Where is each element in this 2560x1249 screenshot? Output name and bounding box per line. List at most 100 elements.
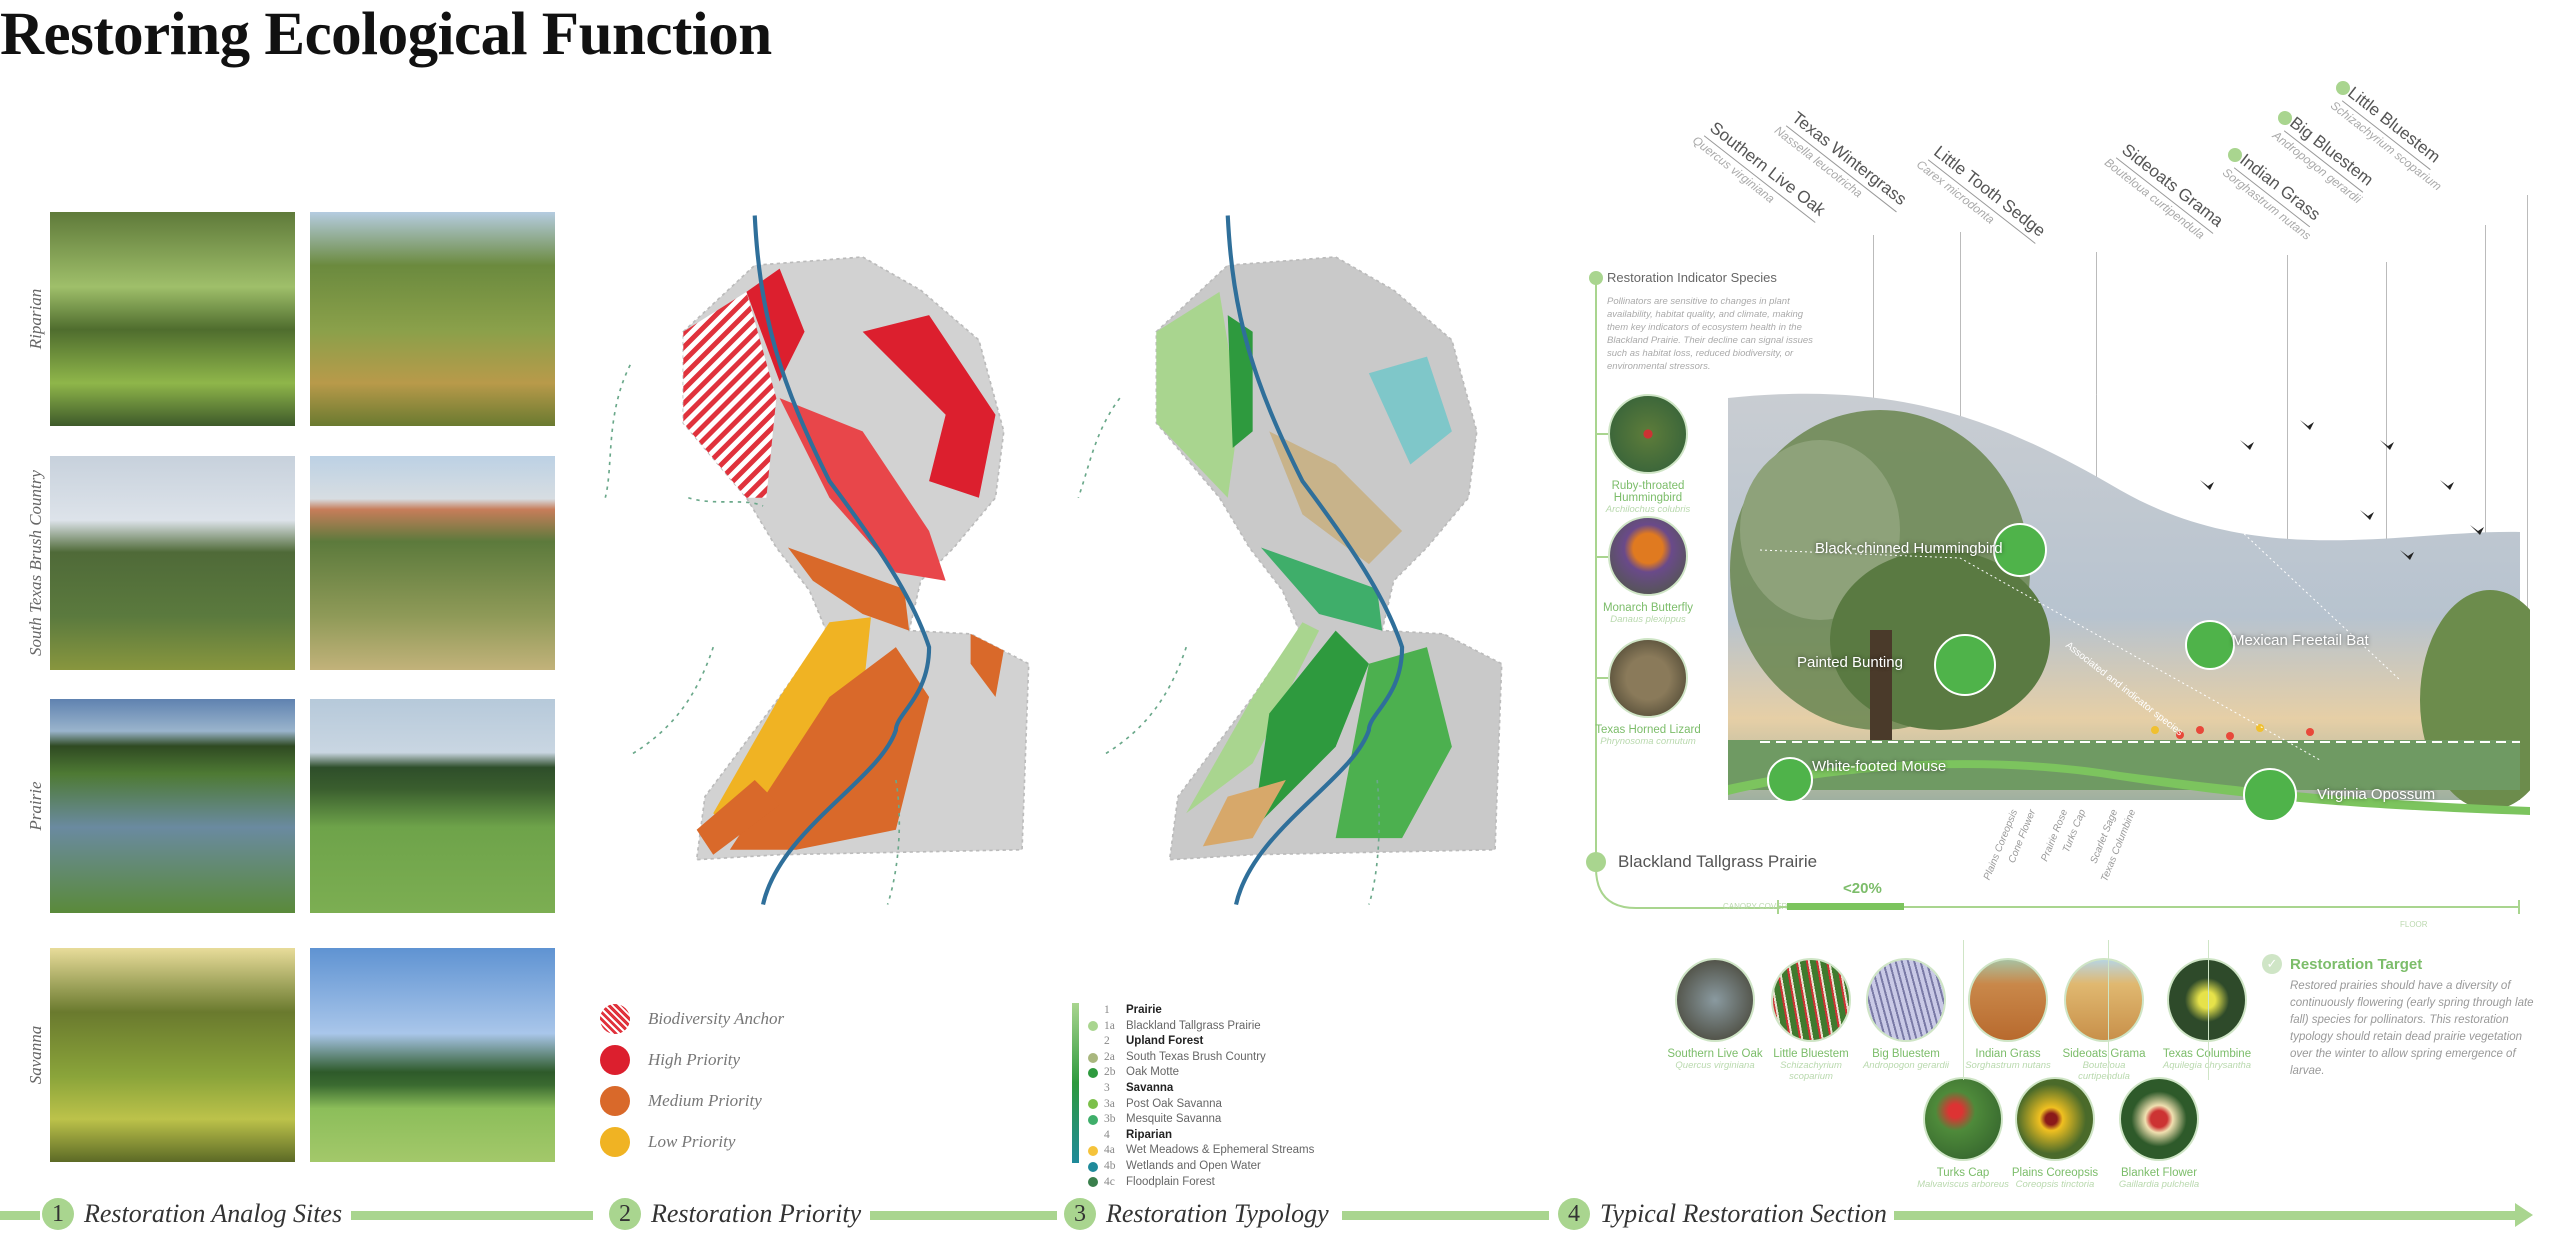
river	[1225, 215, 1405, 905]
scale-tick	[1777, 900, 1779, 914]
step-connector	[870, 1211, 1057, 1220]
scale-tick	[2518, 900, 2520, 914]
legend-swatch	[1088, 1052, 1098, 1063]
oak-motte-area	[1252, 630, 1369, 830]
analog-site-label: Riparian	[26, 288, 45, 350]
legend-label: Prairie	[1126, 1004, 1162, 1016]
legend-label: Riparian	[1126, 1128, 1173, 1141]
species-common-name: Monarch Butterfly	[1602, 602, 1694, 614]
wildflowers	[2151, 724, 2314, 740]
legend-code: 4c	[1104, 1175, 1115, 1188]
legend-code: 2b	[1104, 1066, 1116, 1079]
oak-tree	[1730, 410, 2050, 790]
analog-site-photo	[310, 699, 555, 913]
analog-site-label: Savanna	[26, 1025, 45, 1085]
species-dot-icon	[2336, 81, 2350, 95]
legend-swatch	[1088, 1021, 1098, 1032]
legend-code: 4	[1104, 1128, 1110, 1141]
plant-photo	[1675, 958, 1755, 1042]
legend-swatch	[1088, 1099, 1098, 1110]
typology-name: Blackland Tallgrass Prairie	[1618, 852, 1818, 871]
restoration-priority-map	[604, 215, 1030, 905]
plant-common-name: Blanket Flower	[2120, 1167, 2198, 1179]
fauna-label: Virginia Opossum	[2317, 786, 2436, 803]
leader-line	[2108, 940, 2109, 1080]
leader-line	[1963, 940, 1964, 1080]
typology-legend-bar	[1072, 1003, 1079, 1163]
species-photo	[1608, 516, 1688, 596]
plant-photo	[2119, 1077, 2199, 1161]
legend-swatch	[1088, 1146, 1098, 1157]
restoration-target-text: Restored prairies should have a diversit…	[2290, 980, 2534, 1077]
low-priority-area	[713, 617, 871, 830]
legend-label: South Texas Brush Country	[1126, 1050, 1266, 1063]
bird-flock	[2200, 420, 2484, 560]
plant-photo	[1771, 958, 1851, 1042]
legend-label: Upland Forest	[1126, 1035, 1204, 1048]
indicator-text: Pollinators are sensitive to changes in …	[1607, 296, 1813, 372]
medium-priority-area	[696, 780, 780, 855]
high-priority-area	[746, 268, 805, 382]
leader-line	[2287, 255, 2288, 780]
ground-meadow	[1728, 740, 2520, 790]
fauna-label: White-footed Mouse	[1812, 758, 1947, 775]
legend-swatch	[600, 1086, 630, 1116]
priority-legend-item: Biodiversity Anchor	[600, 1004, 784, 1034]
legend-code: 1a	[1104, 1019, 1115, 1032]
medium-priority-area	[787, 547, 910, 631]
legend-label: Low Priority	[648, 1132, 736, 1151]
legend-swatch	[600, 1004, 630, 1034]
legend-swatch	[1088, 1037, 1098, 1047]
legend-label: High Priority	[648, 1050, 741, 1069]
restoration-section-illustration	[1728, 380, 2530, 822]
species-common-name: Ruby-throated Hummingbird	[1611, 480, 1685, 504]
typology-legend-item: 4 Riparian	[1088, 1128, 1314, 1144]
leader-line	[2527, 195, 2528, 780]
species-dot-icon	[2228, 148, 2242, 162]
post-oak-savanna-area	[1335, 647, 1452, 839]
plant-scientific-name: Gaillardia pulchella	[2118, 1179, 2200, 1190]
plant-photo	[2167, 958, 2247, 1042]
analog-site-photo	[50, 948, 295, 1162]
legend-label: Post Oak Savanna	[1126, 1097, 1222, 1110]
floor-label: FLOOR	[2400, 920, 2428, 929]
savanna-area	[1260, 547, 1383, 631]
legend-code: 1	[1104, 1004, 1110, 1016]
river	[752, 215, 932, 905]
page-title: Restoring Ecological Function	[0, 1, 772, 68]
plant-scientific-name: Malvaviscus arboreus	[1917, 1179, 2009, 1190]
species-dot-icon	[2278, 111, 2292, 125]
wet-meadow-area	[1202, 780, 1286, 847]
analog-site-photo	[50, 456, 295, 670]
legend-swatch	[1088, 1006, 1098, 1016]
analog-site-photo	[310, 212, 555, 426]
prairie-area	[1186, 622, 1320, 814]
step-number-badge: 2	[609, 1198, 641, 1230]
analog-site-label: Prairie	[26, 781, 45, 831]
typology-legend-item: 1 Prairie	[1088, 1003, 1314, 1019]
species-photo	[1608, 394, 1688, 474]
species-scientific-name: Archilochus colubris	[1605, 504, 1691, 515]
high-priority-area	[779, 398, 946, 581]
step-connector	[0, 1211, 40, 1220]
species-scientific-name: Phrynosoma cornutum	[1600, 736, 1696, 747]
legend-label: Floodplain Forest	[1126, 1175, 1215, 1188]
plant-scientific-name: Coreopsis tinctoria	[2015, 1179, 2095, 1190]
legend-code: 2a	[1104, 1050, 1115, 1063]
canopy-cover-fill	[1787, 903, 1905, 910]
legend-swatch	[1088, 1177, 1098, 1188]
dotted-guide	[2079, 380, 2401, 681]
analog-site-photo	[50, 212, 295, 426]
step-connector-arrow	[1894, 1211, 2519, 1220]
plant-common-name: Southern Live Oak	[1667, 1048, 1763, 1060]
